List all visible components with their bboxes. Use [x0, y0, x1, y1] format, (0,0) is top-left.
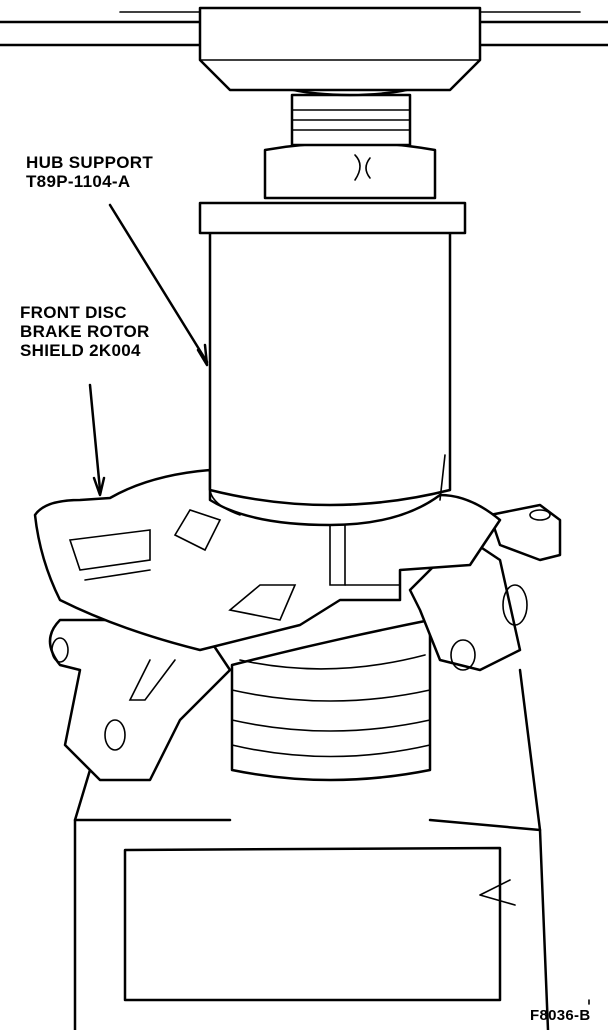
hub-support-collar [198, 201, 467, 235]
shield-vent [173, 509, 222, 552]
shield-label-line-3: SHIELD 2K004 [20, 341, 141, 360]
steering-knuckle [48, 503, 562, 782]
adapter-nut [263, 141, 437, 200]
hub-support-label: HUB SUPPORT T89P-1104-A [26, 153, 153, 191]
shield-slot [68, 529, 151, 571]
hub-support-label-line-1: HUB SUPPORT [26, 153, 154, 172]
shield-label-line-2: BRAKE ROTOR [20, 322, 150, 341]
hub-support-tool [198, 53, 467, 516]
figure-id: F8036-B [530, 1007, 591, 1024]
leader-lines [88, 203, 590, 1005]
shield-label-line-1: FRONT DISC [20, 303, 127, 322]
hub-support-label-line-2: T89P-1104-A [26, 172, 131, 191]
base-fixture [73, 668, 550, 1030]
shield-label: FRONT DISC BRAKE ROTOR SHIELD 2K004 [20, 303, 150, 360]
shield-tab [329, 524, 346, 586]
rotor-disc-stack [230, 618, 432, 782]
fixture-inner-panel [123, 846, 502, 1002]
press-ram [0, 6, 608, 92]
